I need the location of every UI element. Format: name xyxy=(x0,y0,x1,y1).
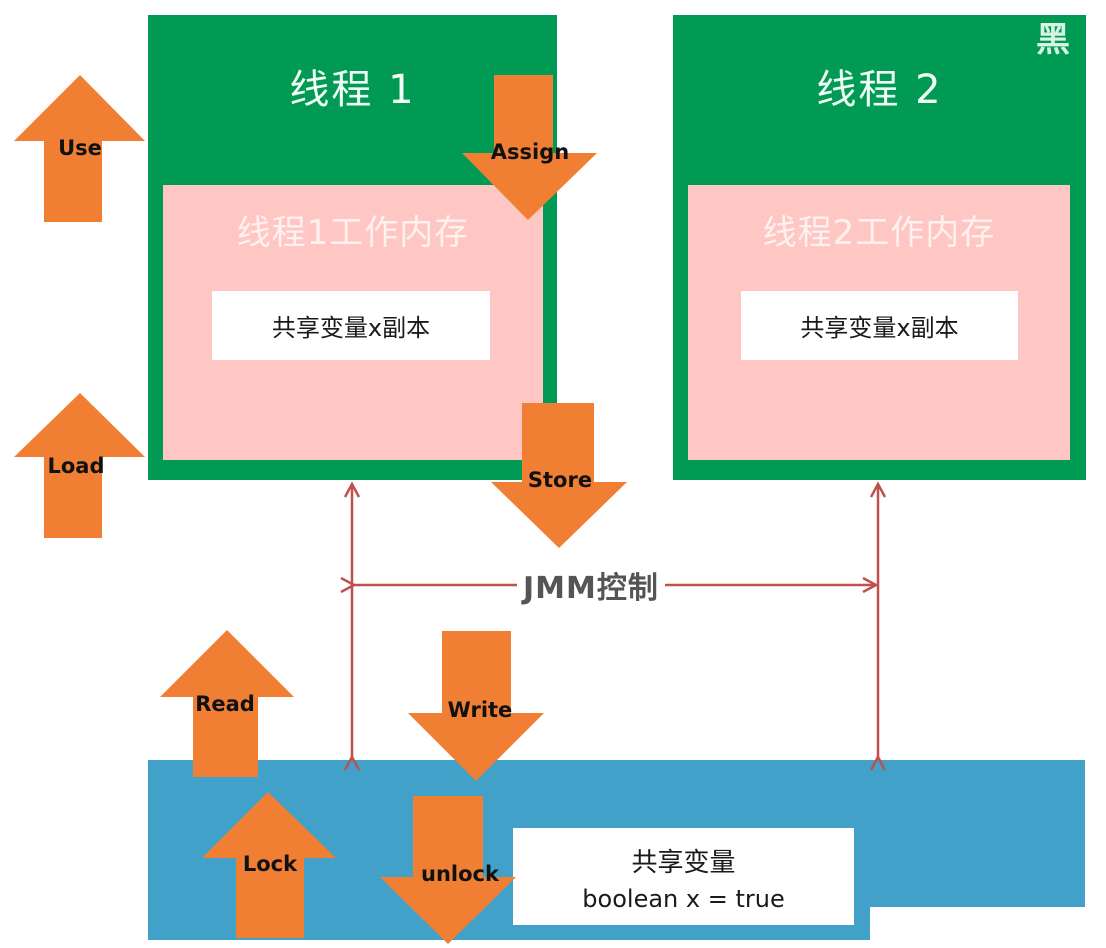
thread-2-title: 线程 2 xyxy=(816,67,943,113)
thread-2-variable-copy: 共享变量x副本 xyxy=(741,291,1018,360)
load-label: Load xyxy=(47,454,105,478)
use-arrow-icon xyxy=(14,75,145,222)
lock-arrow-icon xyxy=(202,792,336,938)
load-arrow-icon xyxy=(14,393,145,538)
store-arrow-icon xyxy=(491,403,627,548)
unlock-arrow-icon xyxy=(380,796,516,944)
use-label: Use xyxy=(58,136,102,160)
shared-variable-value: boolean x = true xyxy=(582,885,785,913)
read-label: Read xyxy=(195,692,255,716)
write-arrow-icon xyxy=(408,631,544,781)
watermark-text: 黑 xyxy=(1036,20,1070,56)
thread-2-working-memory-title: 线程2工作内存 xyxy=(762,213,996,253)
shared-variable-box: 共享变量 boolean x = true xyxy=(513,828,854,925)
lock-label: Lock xyxy=(242,852,298,876)
assign-arrow-icon xyxy=(462,75,597,220)
store-label: Store xyxy=(527,468,593,492)
shared-variable-title: 共享变量 xyxy=(631,848,736,878)
unlock-label: unlock xyxy=(421,862,499,886)
thread-1-working-memory-title: 线程1工作内存 xyxy=(236,213,470,253)
thread-1-variable-copy: 共享变量x副本 xyxy=(212,291,490,360)
assign-label: Assign xyxy=(490,140,570,164)
write-label: Write xyxy=(447,698,513,722)
thread-1-title: 线程 1 xyxy=(289,67,416,113)
read-arrow-icon xyxy=(160,630,294,777)
jmm-control-label: JMM控制 xyxy=(517,563,665,607)
